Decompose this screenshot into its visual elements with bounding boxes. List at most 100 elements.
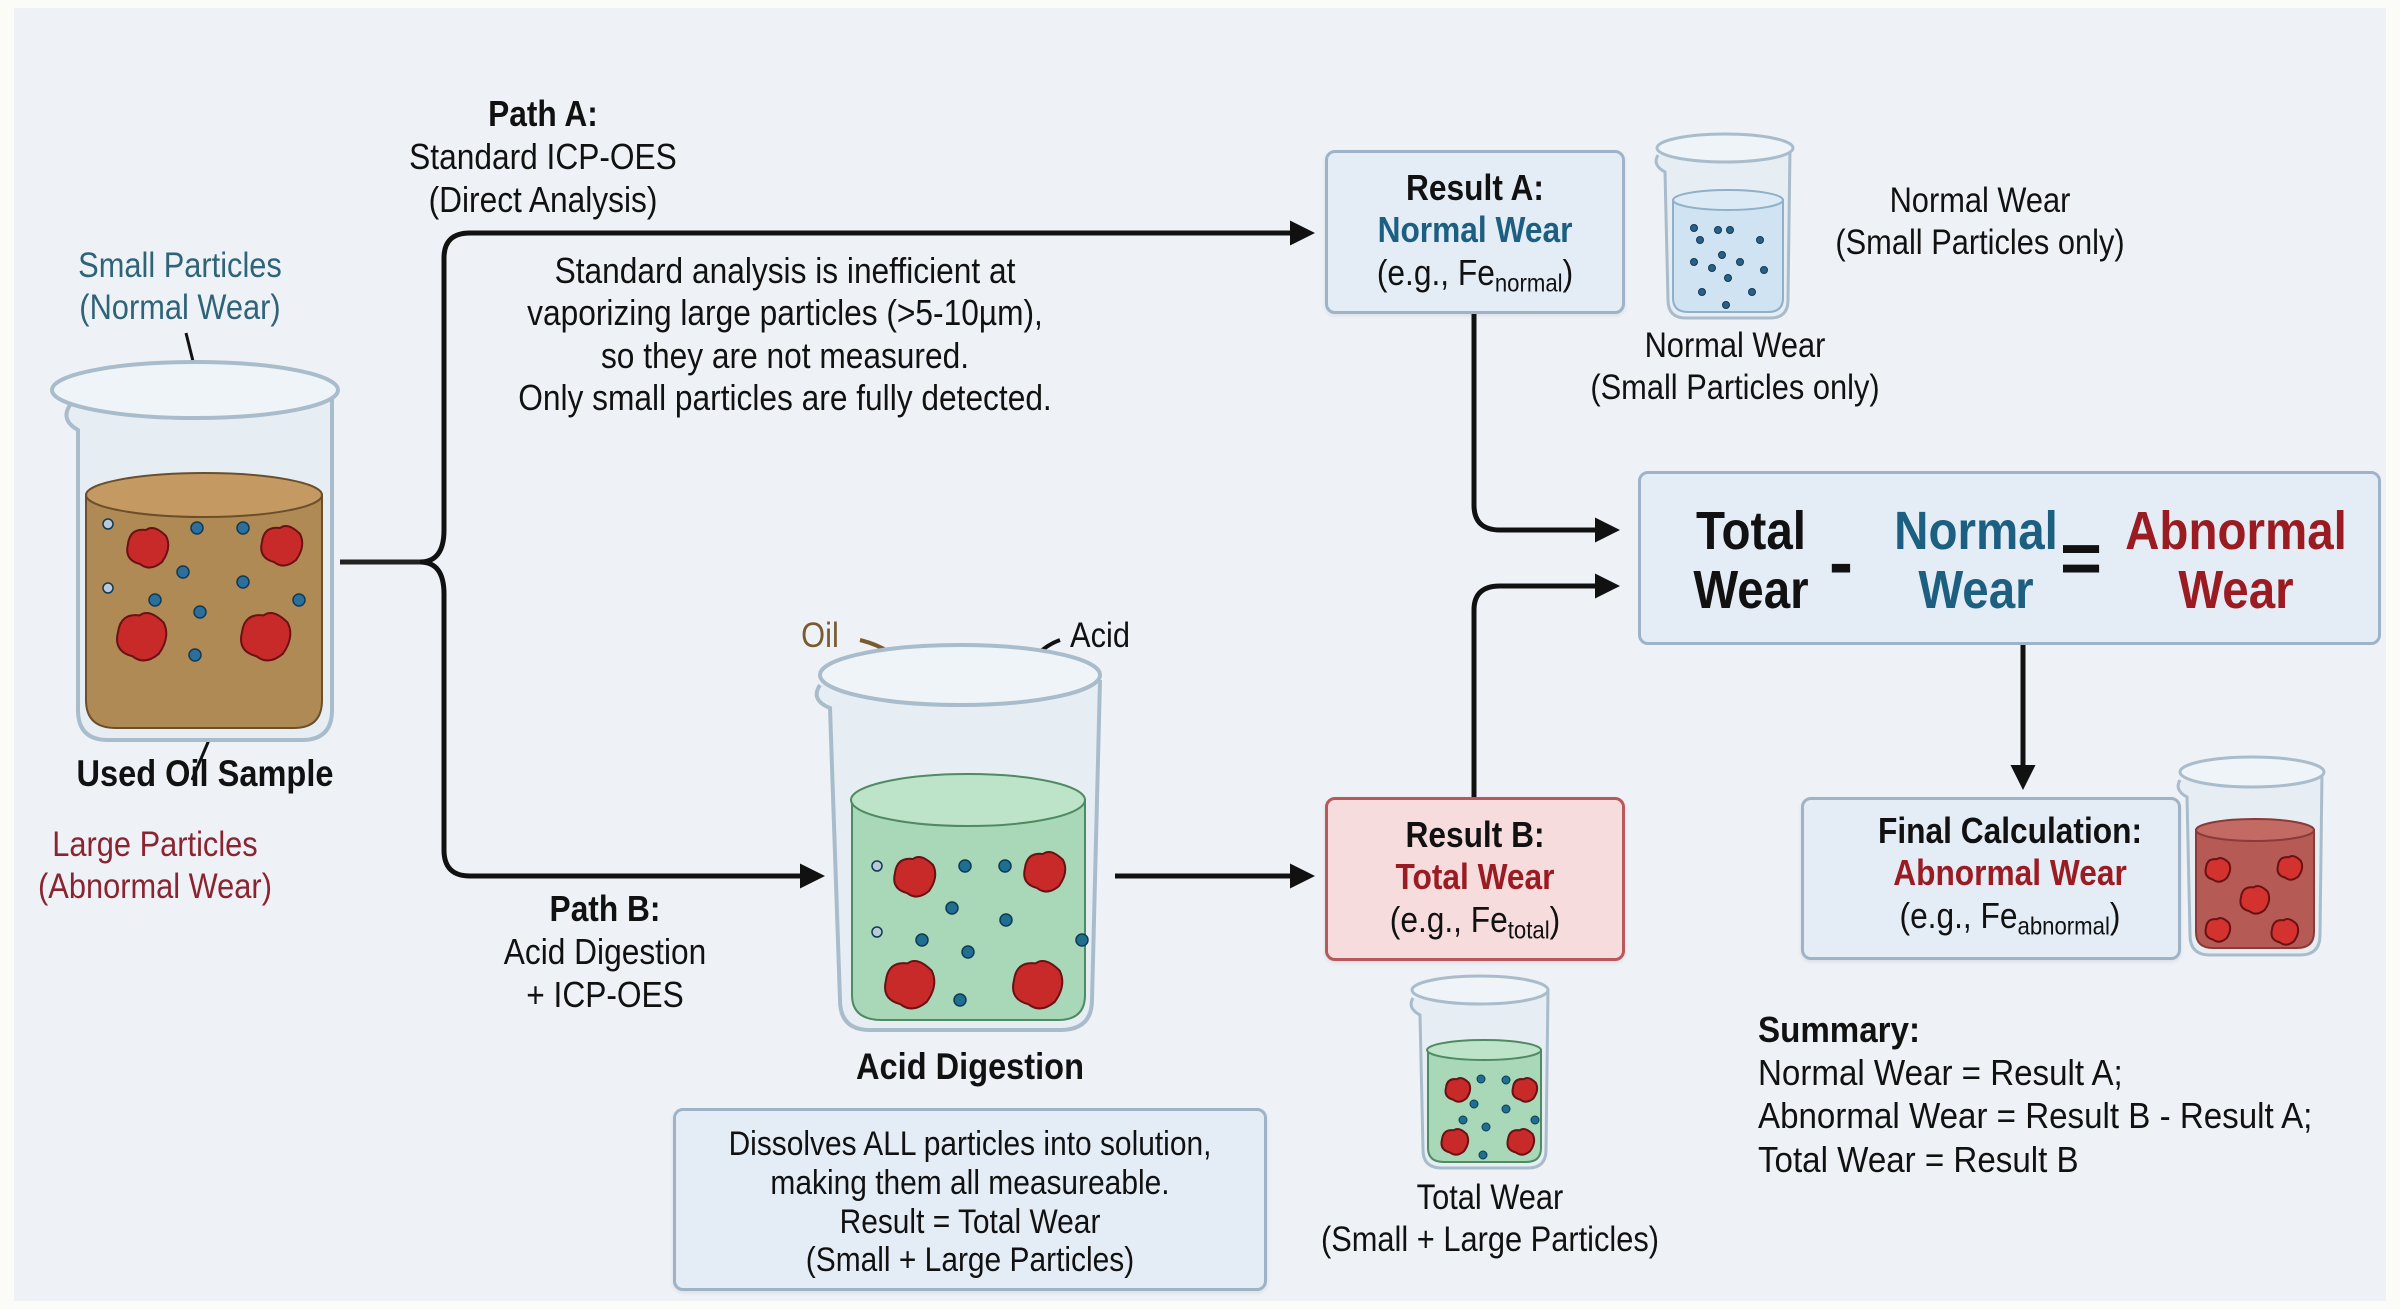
equation-term-total: Total Wear [1663,501,1839,621]
small-particle [292,593,306,607]
result-b-below-label-line2: (Small + Large Particles) [1320,1220,1660,1259]
small-particle [1748,288,1756,296]
large-particle [884,960,936,1010]
small-particle [236,521,250,535]
equation-minus: - [1829,523,1853,603]
result-b-below-label-line1: Total Wear [1416,1178,1564,1217]
result-b-example-prefix: (e.g., Fe [1389,898,1508,940]
equation-abnormal-line2: Wear [2178,560,2294,621]
small-particle [1690,224,1698,232]
small-particle [1718,251,1726,259]
result-b-title: Result B: [1405,814,1545,855]
equation-equals: = [2059,519,2103,599]
small-particle [999,913,1013,927]
summary-block: Summary: Normal Wear = Result A; Abnorma… [1758,1008,2312,1181]
small-particle [1726,226,1734,234]
large-particle [260,525,304,567]
small-particle [1708,264,1716,272]
large-particle [2204,917,2232,943]
small-particle [148,593,162,607]
path-a-method: Standard ICP-OES [409,136,677,178]
small-particle [871,860,883,872]
path-a-note-line: Only small particles are fully detected. [518,377,1052,419]
result-a-side-label-line2: (Small Particles only) [1835,223,2125,262]
final-calculation-value: Abnormal Wear [1893,852,2127,894]
final-example-sub: abnormal [2017,912,2110,941]
path-a-arrow [419,220,1315,565]
small-particle [236,575,250,589]
small-particle [961,945,975,959]
large-particle [126,527,170,569]
result-b-to-equation-arrow [1471,573,1620,797]
large-particle [1444,1077,1472,1103]
large-particle [2270,918,2300,946]
small-particle [193,605,207,619]
equation-abnormal-line1: Abnormal [2125,501,2347,561]
path-b-method: Acid Digestion [503,931,707,973]
small-particle [188,648,202,662]
result-a-value: Normal Wear [1377,209,1573,251]
small-particle [102,582,114,594]
large-particles-label: Large Particles (Abnormal Wear) [23,824,287,908]
acid-digestion-note-box: Dissolves ALL particles into solution, m… [673,1108,1267,1291]
small-particle [915,933,929,947]
small-particle [1478,1150,1488,1160]
result-a-below-label-line1: Normal Wear [1644,326,1826,365]
acid-digestion-note-line: Result = Total Wear [839,1202,1101,1241]
small-particle [102,518,114,530]
acid-digestion-note-line: Dissolves ALL particles into solution, [728,1125,1212,1163]
acid-digestion-title: Acid Digestion [856,1046,1084,1087]
result-b-value: Total Wear [1395,856,1555,898]
path-a-note-line: so they are not measured. [600,334,970,376]
final-calculation-example: (e.g., Feabnormal) [1838,895,2181,942]
small-particle [1698,288,1706,296]
acid-label: Acid [1070,616,1130,655]
small-particles-label-line1: Small Particles [78,246,282,285]
small-particle [958,859,972,873]
final-calculation-box [1801,797,2181,960]
equation-total-line2: Wear [1693,560,1809,621]
large-particle [2204,857,2232,883]
result-a-below-label: Normal Wear (Small Particles only) [1559,325,1911,409]
path-a-note: Standard analysis is inefficient at vapo… [473,250,1098,420]
path-b-title: Path B: [549,888,661,929]
large-particles-label-line1: Large Particles [52,825,258,864]
result-a-below-label-line2: (Small Particles only) [1590,368,1880,407]
small-particle [1530,1115,1540,1125]
small-particle [1690,258,1698,266]
abnormal-wear-beaker-icon [2176,755,2326,957]
large-particle [1440,1128,1470,1156]
summary-title: Summary: [1758,1009,1920,1050]
path-b-arrow [419,559,825,889]
acid-digestion-note-line: making them all measureable. [770,1163,1170,1202]
abnormal-wear-particles [2204,855,2304,946]
small-particle [871,926,883,938]
small-particle [1075,933,1089,947]
result-b-example: (e.g., Fetotal) [1346,899,1605,946]
large-particle [2239,885,2271,915]
result-a-content: Result A: Normal Wear (e.g., Fenormal) [1346,167,1605,299]
result-a-example-sub: normal [1494,269,1563,298]
path-a-note-line: Standard analysis is inefficient at [554,250,1016,291]
small-particle [176,565,190,579]
used-oil-sample-title: Used Oil Sample [76,753,334,794]
final-example-prefix: (e.g., Fe [1899,894,2018,936]
large-particle [1511,1077,1539,1103]
result-b-box: Result B: Total Wear (e.g., Fetotal) [1325,797,1625,961]
acid-digestion-particles [871,851,1089,1010]
path-b-label: Path B: Acid Digestion + ICP-OES [429,887,781,1017]
small-particle [1714,226,1722,234]
summary-line: Total Wear = Result B [1758,1138,2079,1180]
small-particles-label-line2: (Normal Wear) [79,288,281,327]
small-particle [998,859,1012,873]
result-a-box: Result A: Normal Wear (e.g., Fenormal) [1325,150,1625,314]
result-a-example-prefix: (e.g., Fe [1376,251,1495,293]
acid-digestion-note-line: (Small + Large Particles) [805,1241,1135,1280]
result-b-example-sub: total [1507,916,1550,945]
result-a-side-label: Normal Wear (Small Particles only) [1804,180,2156,264]
small-particle [1481,1122,1491,1132]
summary-line: Normal Wear = Result A; [1758,1052,2123,1094]
oil-label: Oil [801,616,839,655]
